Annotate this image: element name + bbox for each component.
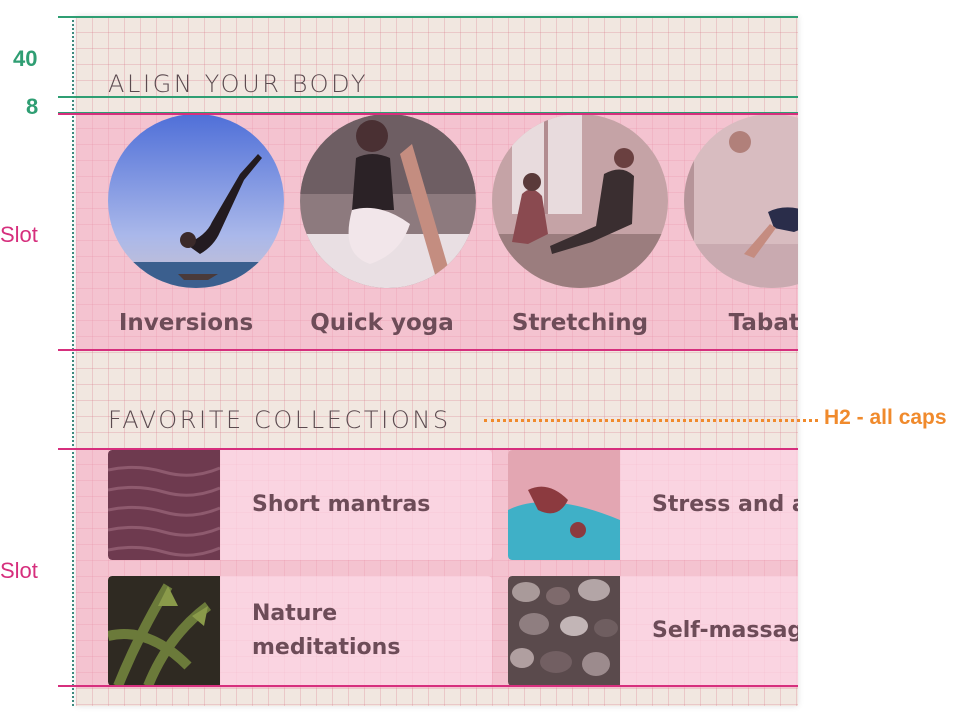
collection-card-stress-anxiety[interactable]: Stress and anxiety [508, 450, 798, 560]
collection-thumbnail [508, 576, 620, 686]
collection-card-nature-meditations[interactable]: Nature meditations [108, 576, 492, 686]
spacing-label-8: 8 [26, 94, 39, 119]
spacing-label-40: 40 [13, 46, 38, 71]
collection-thumbnail [108, 450, 220, 560]
slot-label-top: Slot [0, 222, 38, 247]
app-frame: ALIGN YOUR BODY [76, 16, 798, 706]
spacing-line-top [58, 16, 798, 18]
section-title-favorites: FAVORITE COLLECTIONS [108, 406, 451, 434]
h2-annotation-leader [484, 419, 818, 422]
collection-label: Stress and anxiety [652, 492, 798, 517]
collection-card-short-mantras[interactable]: Short mantras [108, 450, 492, 560]
collection-card-self-massage[interactable]: Self-massage [508, 576, 798, 686]
collection-label: Self-massage [652, 618, 798, 643]
collection-label: Nature meditations [252, 601, 401, 660]
align-item-stretching-image[interactable] [492, 114, 668, 288]
align-item-tabata-label[interactable]: Tabata [728, 310, 798, 336]
slot-label-bottom: Slot [0, 558, 38, 583]
align-item-stretching-label[interactable]: Stretching [511, 310, 649, 336]
align-item-quick-yoga-label[interactable]: Quick yoga [310, 310, 454, 336]
h2-annotation-label: H2 - all caps [824, 406, 947, 429]
align-item-quick-yoga-image[interactable] [300, 114, 476, 288]
keyline-guide [72, 16, 74, 706]
align-item-inversions-label[interactable]: Inversions [118, 310, 254, 336]
slot-line-bottom-start [58, 448, 798, 450]
spacing-line-title [58, 96, 798, 98]
slot-line-top-end [58, 349, 798, 351]
collection-thumbnail [508, 450, 620, 560]
collection-label: Short mantras [252, 492, 431, 517]
section-title-align: ALIGN YOUR BODY [108, 70, 369, 98]
slot-line-bottom-end [58, 685, 798, 687]
align-item-inversions-image[interactable] [108, 114, 284, 288]
collection-thumbnail [108, 576, 220, 686]
slot-line-top-start [58, 113, 798, 115]
